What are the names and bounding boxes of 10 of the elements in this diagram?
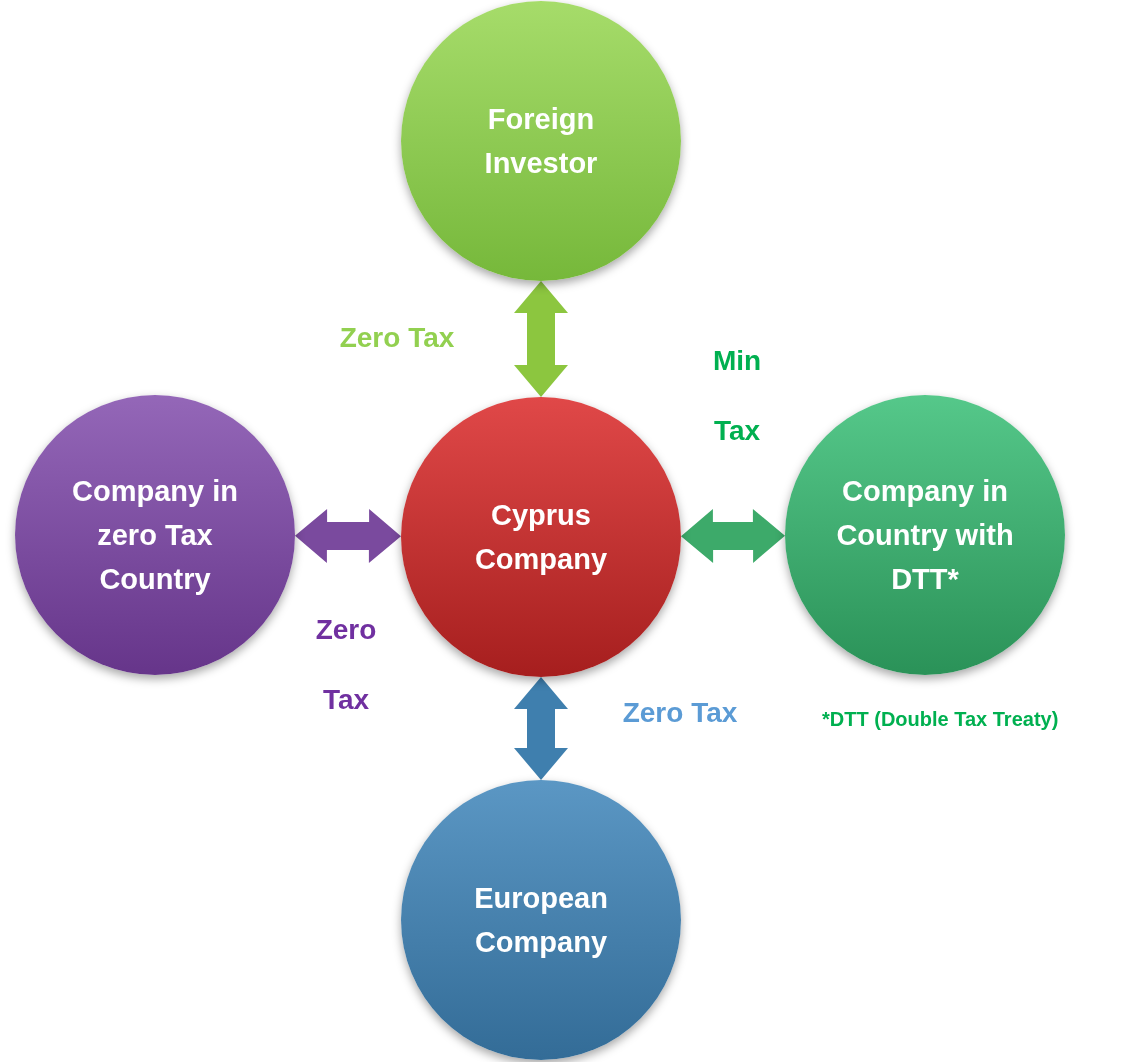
node-label: Company in Country with DTT* <box>835 474 1015 597</box>
double-arrow <box>514 677 568 780</box>
double-arrow <box>295 508 401 564</box>
node-label: Foreign Investor <box>483 102 599 181</box>
node-label: Cyprus Company <box>473 498 609 577</box>
double-arrow <box>514 281 568 397</box>
node-label: European Company <box>473 881 609 960</box>
node-label: Company in zero Tax Country <box>71 474 239 597</box>
footnote: *DTT (Double Tax Treaty) <box>822 707 1059 732</box>
double-arrow <box>681 508 785 564</box>
